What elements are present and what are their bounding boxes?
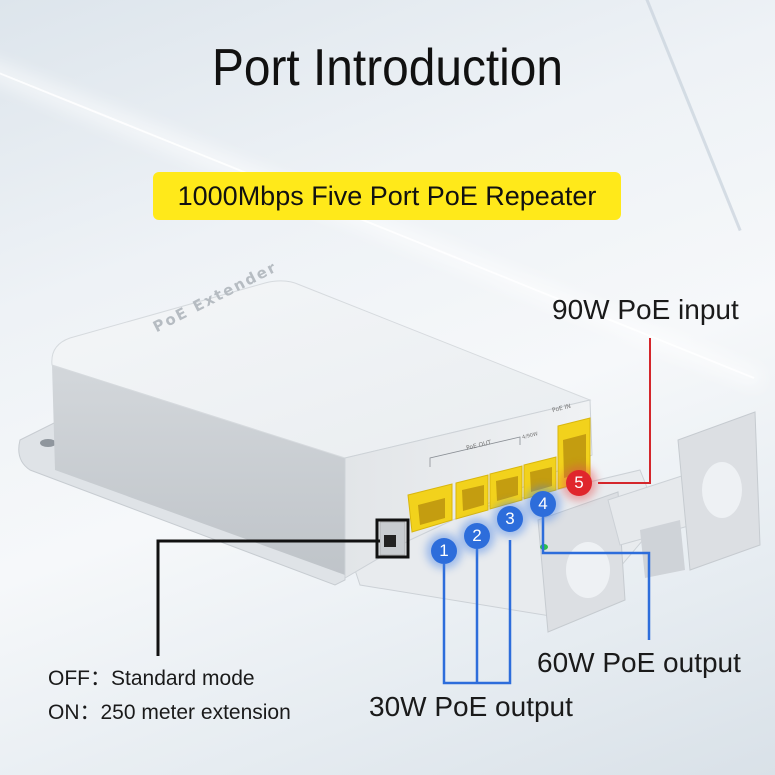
page-title: Port Introduction (211, 39, 564, 97)
poe-out-bracket (429, 436, 521, 467)
wall-mount-bracket (537, 411, 761, 633)
callout-line-switch (156, 539, 380, 656)
callout-line-port4 (541, 515, 651, 640)
rj45-port-group (407, 417, 591, 533)
port-badge-2: 2 (464, 523, 490, 549)
callout-line-input (598, 338, 651, 484)
mode-switch-highlight-box (375, 518, 410, 559)
port-badge-5: 5 (566, 470, 592, 496)
port-badge-4: 4 (530, 491, 556, 517)
product-subtitle: 1000Mbps Five Port PoE Repeater (177, 180, 597, 211)
callout-poe-input: 90W PoE input (552, 294, 739, 325)
mode-switch-lever (384, 535, 396, 547)
callout-switch-off: OFF：Standard mode (48, 667, 255, 690)
callout-60w-output: 60W PoE output (537, 647, 741, 678)
product-subtitle-badge: 1000Mbps Five Port PoE Repeater (153, 172, 621, 220)
callout-switch-on: ON：250 meter extension (48, 701, 291, 724)
mount-hole-left (40, 439, 56, 447)
enclosure-side (52, 365, 345, 575)
callout-30w-output: 30W PoE output (369, 691, 573, 722)
enclosure-top (51, 280, 592, 459)
port-badge-1: 1 (431, 538, 457, 564)
port-badge-3: 3 (497, 506, 523, 532)
